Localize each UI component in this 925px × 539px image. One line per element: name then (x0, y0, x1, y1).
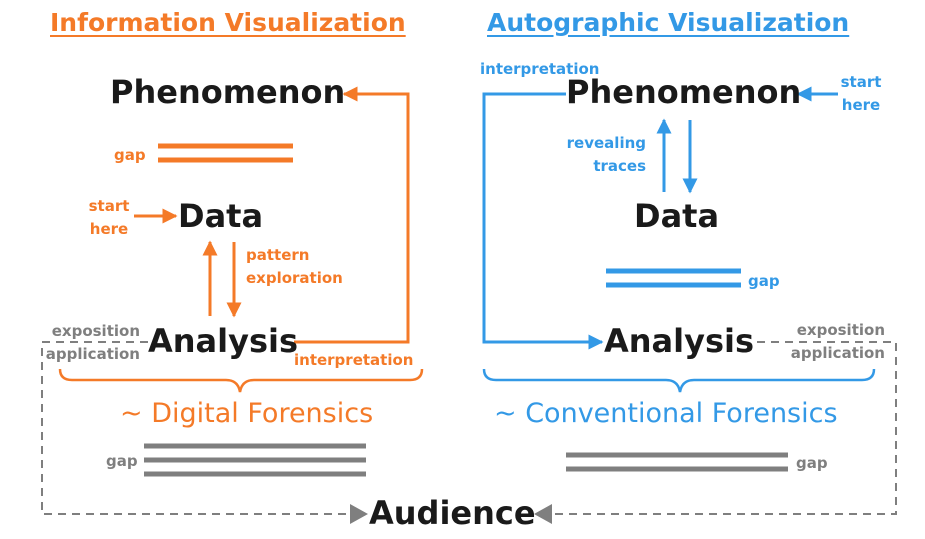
left-data-node: Data (178, 197, 264, 235)
left-interpretation-label: interpretation (294, 351, 414, 369)
left-gap-label: gap (114, 146, 146, 164)
right-start-label: start here (838, 71, 884, 118)
left-start-label: start here (86, 195, 132, 242)
left-pattern-word: pattern (246, 246, 310, 264)
right-heading: Autographic Visualization (487, 8, 850, 37)
right-application-word: application (790, 344, 885, 363)
left-audience-gap-label: gap (106, 452, 138, 470)
right-brace (482, 368, 876, 393)
right-data-node: Data (634, 197, 720, 235)
audience-arrow-left (350, 504, 368, 524)
right-revealing-word: revealing (566, 134, 646, 152)
right-gap-label: gap (748, 272, 780, 290)
right-here-word: here (841, 96, 881, 115)
right-phenomenon-node: Phenomenon (566, 73, 802, 111)
right-traces-word: traces (593, 157, 646, 176)
right-audience-gap-label: gap (796, 454, 828, 472)
left-brace (58, 368, 424, 393)
left-interpretation-loop (294, 86, 410, 344)
audience-node: Audience (369, 494, 536, 532)
right-forensics-label: ~ Conventional Forensics (494, 398, 838, 429)
left-start-word: start (88, 197, 130, 215)
left-exploration-word: exploration (246, 269, 343, 288)
left-exposition-label: exposition application (40, 320, 140, 367)
audience-arrow-right (534, 504, 552, 524)
right-exposition-word: exposition (796, 321, 885, 339)
right-exposition-label: exposition application (776, 319, 885, 366)
left-pattern-label: pattern exploration (246, 244, 343, 291)
right-revealing-label: revealing traces (546, 132, 646, 179)
left-forensics-label: ~ Digital Forensics (120, 398, 374, 429)
left-analysis-node: Analysis (148, 322, 299, 360)
right-interpretation-loop (482, 92, 604, 350)
right-interpretation-label: interpretation (480, 60, 600, 78)
left-here-word: here (89, 220, 129, 239)
right-analysis-node: Analysis (604, 322, 755, 360)
left-phenomenon-node: Phenomenon (110, 73, 346, 111)
left-exposition-word: exposition (51, 322, 140, 340)
left-application-word: application (45, 345, 140, 364)
audience-dashed-loop (41, 341, 897, 515)
right-start-word: start (840, 73, 882, 91)
left-heading: Information Visualization (50, 8, 406, 37)
